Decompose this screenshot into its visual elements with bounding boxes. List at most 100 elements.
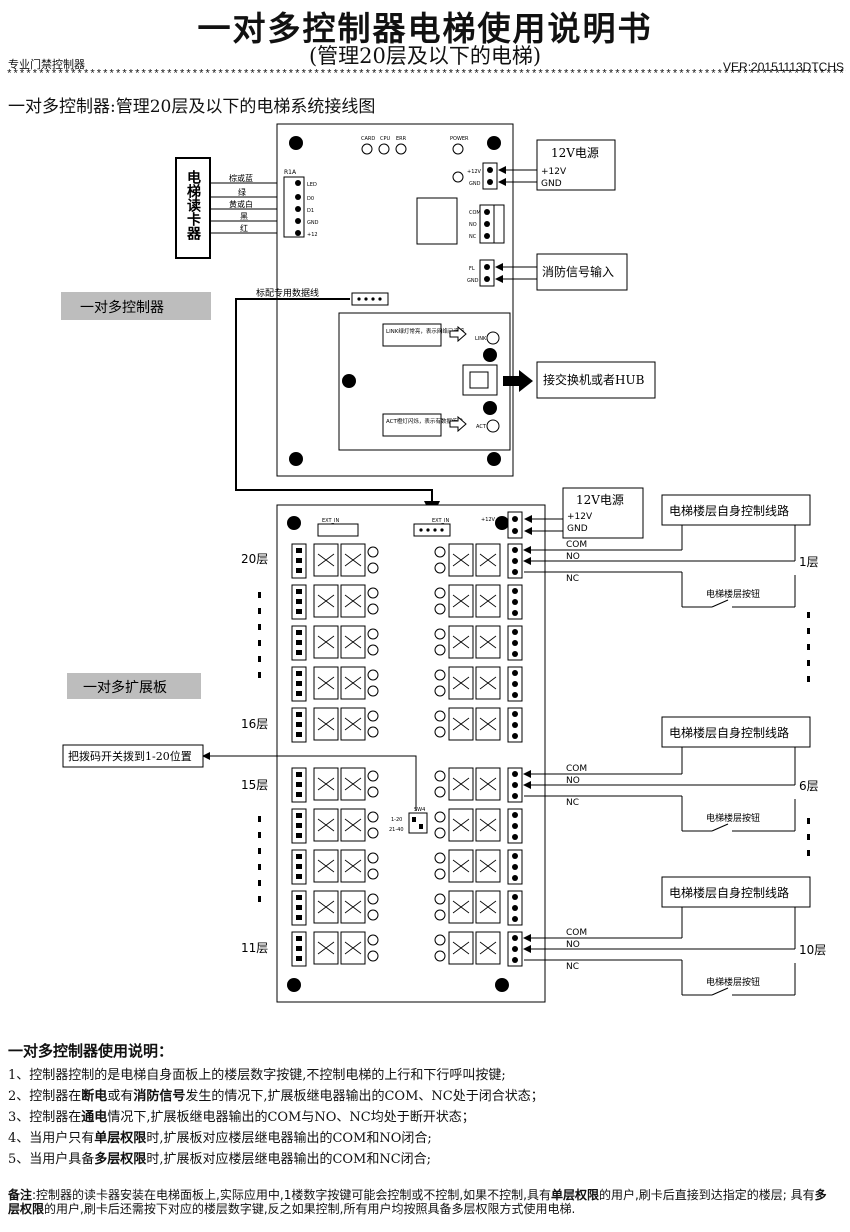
led-err-label: ERR: [396, 136, 407, 142]
led-card-label: CARD: [361, 136, 375, 142]
ext-power-plus: +12V: [567, 512, 593, 522]
no-label: NO: [566, 940, 580, 950]
reader-label: 电梯读卡器: [185, 169, 202, 241]
dip-instruction-label: 把拨码开关拨到1-20位置: [68, 749, 192, 763]
dip-pointer-line: [202, 752, 417, 811]
floor-label-11: 11层: [241, 941, 268, 955]
ext-connector-right: [413, 523, 451, 537]
floor-label-right: 6层: [799, 779, 819, 793]
floor-circuit-label: 电梯楼层自身控制线路: [669, 885, 789, 900]
ext-power-title: 12V电源: [576, 493, 624, 507]
link-note: LINK绿灯常亮，表示网络已连接: [386, 327, 465, 335]
power-terminal: [482, 162, 498, 190]
note-5: 5、当用户具备多层权限时,扩展板对应楼层继电器输出的COM和NC闭合;: [8, 1152, 432, 1167]
no-label: NO: [566, 552, 580, 562]
ext-connector-right-label: EXT_IN: [432, 518, 450, 524]
power-supply-gnd: GND: [541, 179, 562, 189]
mount-hole: [487, 452, 501, 466]
relay-row: [291, 584, 523, 620]
ext-power-box: [562, 487, 644, 539]
floor-button-label: 电梯楼层按钮: [706, 812, 760, 824]
wire-color-2: 绿: [238, 188, 246, 197]
reader-box: [175, 157, 211, 259]
dip-instruction-box: [62, 744, 204, 768]
power-plus-pin: +12V: [467, 169, 482, 175]
expansion-label: 一对多扩展板: [83, 679, 167, 696]
version-text: VER:20151113DTCHS: [723, 60, 844, 74]
fire-fl-pin: FL: [469, 266, 475, 272]
led-power-label: POWER: [450, 136, 469, 142]
wire-color-5: 红: [240, 223, 248, 233]
reader-pin-4: GND: [307, 220, 319, 226]
reader-header-label: R1A: [284, 169, 297, 176]
floor-label-16: 16层: [241, 717, 268, 731]
page-subtitle: (管理20层及以下的电梯): [308, 44, 542, 68]
mount-hole: [289, 136, 303, 150]
switch-label: 接交换机或者HUB: [543, 372, 645, 387]
act-led: [486, 419, 500, 433]
relay-row: [291, 666, 523, 702]
link-note-box: [382, 323, 442, 347]
relay-row: [291, 625, 523, 661]
led-cpu-label: CPU: [380, 136, 391, 142]
reader-pin-5: +12: [307, 232, 318, 238]
com-label: COM: [566, 764, 587, 774]
floor-label-20: 20层: [241, 552, 268, 566]
floor-circuit-box: [661, 716, 811, 748]
note-3: 3、控制器在通电情况下,扩展板继电器输出的COM与NO、NC均处于断开状态；: [8, 1110, 475, 1125]
floor-label-15: 15层: [241, 778, 268, 792]
dip-range-2: 21-40: [389, 827, 404, 833]
note-2: 2、控制器在断电或有消防信号发生的情况下,扩展板继电器输出的COM、NC处于闭合…: [8, 1089, 544, 1104]
ext-connector-left-label: EXT_IN: [322, 518, 340, 524]
mount-hole: [289, 452, 303, 466]
floor-button-label: 电梯楼层按钮: [706, 976, 760, 988]
com-label: COM: [566, 928, 587, 938]
no-label: NO: [566, 776, 580, 786]
notes-heading: 一对多控制器使用说明：: [8, 1042, 174, 1060]
reader-pin-3: D1: [307, 208, 314, 214]
floor-label-right: 1层: [799, 555, 819, 569]
nc-label: NC: [566, 798, 579, 808]
nc-label: NC: [566, 962, 579, 972]
data-cable-label: 标配专用数据线: [256, 287, 319, 299]
ext-power-gnd: GND: [567, 524, 588, 534]
reader-pin-2: D0: [307, 196, 314, 202]
wire-color-3: 黄或白: [229, 199, 253, 209]
expansion-board: [276, 504, 546, 1003]
floor-circuit-label: 电梯楼层自身控制线路: [669, 725, 789, 740]
mount-hole: [287, 978, 301, 992]
fire-signal-box: [536, 253, 628, 291]
nc-label: NC: [566, 574, 579, 584]
ext-power-terminal: [507, 511, 523, 539]
relay-com-pin: COM: [469, 210, 481, 216]
floor-circuit-box: [661, 494, 811, 526]
floor-circuit-box: [661, 876, 811, 908]
wiring-diagram: 电梯读卡器 棕或蓝 绿 黄或白 黑 红 R1A LED D0 D1 GND +1…: [61, 123, 826, 1003]
mount-hole: [495, 516, 509, 530]
relay-row: [291, 849, 523, 885]
dip-switch: [408, 812, 428, 834]
com-label: COM: [566, 540, 587, 550]
dip-sw-label: SW4: [414, 807, 425, 813]
expansion-label-box: [67, 673, 201, 699]
wire-color-1: 棕或蓝: [229, 173, 253, 183]
relay-row: [291, 767, 523, 803]
mount-hole: [287, 516, 301, 530]
relay-row: [291, 707, 523, 743]
relay-row: [291, 890, 523, 926]
link-pin-label: LINK: [475, 336, 487, 342]
mount-hole: [487, 136, 501, 150]
star-divider: ****************************************…: [6, 69, 846, 81]
note-4: 4、当用户只有单层权限时,扩展板对应楼层继电器输出的COM和NO闭合;: [8, 1131, 432, 1146]
power-supply-box: [536, 139, 616, 191]
controller-label: 一对多控制器: [80, 299, 164, 316]
relay-row: [291, 543, 523, 579]
remark-text: 备注:控制器的读卡器安装在电梯面板上,实际应用中,1楼数字按键可能会控制或不控制…: [8, 1188, 827, 1216]
fire-terminal: [479, 259, 495, 287]
floor-label-right: 10层: [799, 943, 826, 957]
data-connector: [351, 292, 389, 306]
right-ellipsis: [807, 612, 810, 856]
